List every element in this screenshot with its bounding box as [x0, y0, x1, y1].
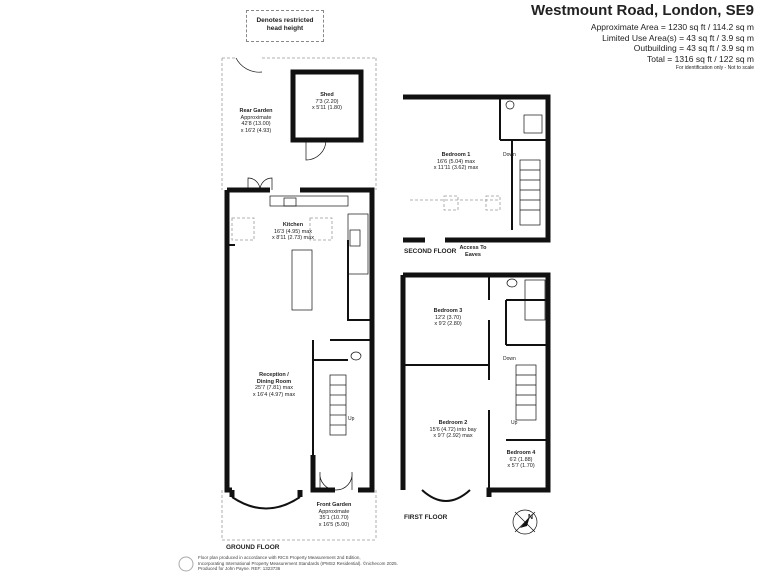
- ground-stairs: [329, 374, 347, 436]
- shed-label: Shed 7'3 (2.20) x 5'11 (1.80): [312, 92, 342, 111]
- kitchen-skylight-2: [309, 217, 333, 241]
- second-down-label: Down: [503, 152, 516, 158]
- loft-skylight-2: [485, 195, 501, 211]
- property-title: Westmount Road, London, SE9: [530, 2, 754, 19]
- bay-stubs: [229, 490, 303, 497]
- compass-needle: [520, 516, 530, 528]
- scale-note: For identification only - Not to scale: [675, 65, 754, 71]
- kitchen-worktop: [269, 195, 349, 207]
- kitchen-island: [291, 249, 313, 311]
- ground-up-label: Up: [348, 416, 355, 422]
- shower-icon: [523, 114, 543, 134]
- reception-label: Reception / Dining Room 25'7 (7.81) max …: [252, 372, 296, 398]
- compass-circle: [512, 509, 538, 535]
- shed-door-swing: [305, 139, 327, 161]
- compass-north-label: N: [528, 514, 534, 521]
- front-bay-window: [231, 496, 301, 510]
- first-floor-walls: [400, 272, 551, 497]
- shed-walls: [290, 69, 364, 143]
- first-floor-stairs: [515, 364, 537, 421]
- restricted-height-legend: Denotes restricted head height: [246, 10, 324, 42]
- area-summary: Approximate Area = 1230 sq ft / 114.2 sq…: [591, 22, 754, 72]
- approx-area: Approximate Area = 1230 sq ft / 114.2 sq…: [590, 22, 754, 32]
- first-up-label: Up: [511, 420, 518, 426]
- second-floor-title: SECOND FLOOR: [404, 248, 457, 255]
- rear-garden-label: Rear Garden Approximate 42'8 (13.00) x 1…: [239, 108, 273, 134]
- second-floor-walls: [403, 94, 551, 243]
- total-area: Total = 1316 sq ft / 122 sq m: [646, 53, 754, 64]
- kitchen-label: Kitchen 16'3 (4.95) max x 8'11 (2.73) ma…: [272, 222, 314, 241]
- front-door-swing: [319, 471, 353, 491]
- rics-logo-icon: [178, 556, 194, 572]
- bath-icon: [524, 279, 546, 321]
- limited-use-area: Limited Use Area(s) = 43 sq ft / 3.9 sq …: [602, 32, 754, 43]
- bedroom2-label: Bedroom 2 15'6 (4.72) into bay x 9'7 (2.…: [429, 420, 477, 439]
- kitchen-side-units: [347, 213, 369, 275]
- front-garden-label: Front Garden Approximate 35'1 (10.70) x …: [316, 502, 352, 528]
- first-floor-partitions: [403, 275, 490, 490]
- hall-partitions: [312, 339, 372, 455]
- first-wc-icon: [506, 278, 518, 288]
- first-floor-title: FIRST FLOOR: [404, 514, 448, 521]
- loft-skylight-1: [443, 195, 459, 211]
- footer-credits: Floor plan produced in accordance with R…: [198, 555, 398, 571]
- bathroom-partitions: [505, 299, 548, 346]
- legend-line-1: Denotes restricted: [256, 17, 314, 24]
- bedroom4-label: Bedroom 4 6'2 (1.88) x 5'7 (1.70): [506, 450, 536, 469]
- second-wc-icon: [505, 100, 515, 110]
- garden-gate-swing: [235, 57, 263, 73]
- kitchen-skylight-1: [231, 217, 255, 241]
- legend-line-2: head height: [266, 25, 304, 32]
- second-floor-stairs: [519, 159, 541, 226]
- bedroom3-label: Bedroom 3 12'2 (3.70) x 9'2 (2.80): [433, 308, 463, 327]
- eaves-label: Access To Eaves: [459, 245, 487, 258]
- outbuilding-area: Outbuilding = 43 sq ft / 3.9 sq m: [633, 43, 754, 53]
- ground-floor-title: GROUND FLOOR: [226, 544, 280, 551]
- rear-door-swing: [247, 177, 273, 191]
- sink-icon: [283, 197, 297, 207]
- ground-wc-icon: [350, 351, 362, 361]
- first-bay-window: [421, 489, 471, 502]
- hob-icon: [349, 229, 361, 247]
- bedroom1-label: Bedroom 1 16'6 (5.04) max x 11'11 (3.62)…: [433, 152, 479, 171]
- kitchen-partition: [227, 240, 372, 321]
- first-down-label: Down: [503, 356, 516, 362]
- second-floor-partitions: [499, 97, 548, 230]
